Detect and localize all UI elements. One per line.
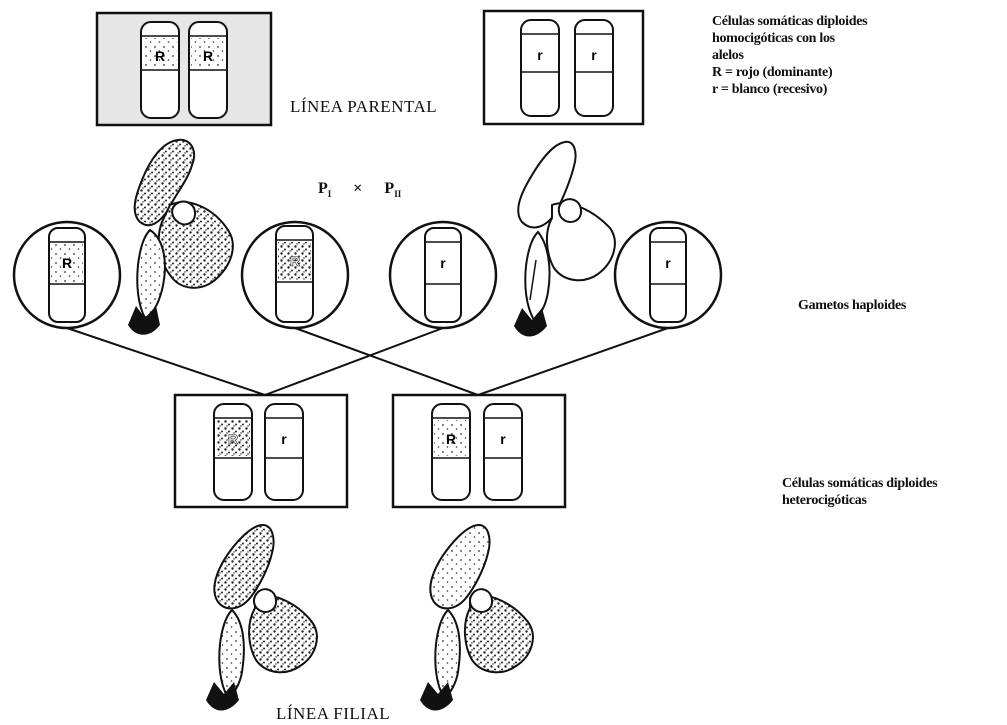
- parent-1-symbol: P: [318, 180, 328, 197]
- chromosome-vial: [140, 21, 180, 119]
- allele-label: R: [62, 255, 72, 271]
- allele-label: R: [155, 48, 165, 64]
- somatic-homozygous-note: Células somáticas diploides homocigótica…: [712, 13, 868, 98]
- allele-label: r: [281, 431, 287, 447]
- filial-line-label: LÍNEA FILIAL: [276, 704, 391, 723]
- note-line: heterocigóticas: [782, 493, 867, 508]
- filial-left-cell-box: R r: [173, 393, 349, 509]
- allele-label: R: [290, 253, 300, 269]
- note-line: Células somáticas diploides: [782, 476, 938, 491]
- parent-2-symbol: P: [384, 180, 395, 197]
- chromosome-vial: [264, 403, 304, 501]
- chromosome-vial: [188, 21, 228, 119]
- allele-label: r: [591, 47, 597, 63]
- filial-right-cell-box: R r: [391, 393, 567, 509]
- allele-label: r: [665, 255, 671, 271]
- gamete-circle: r: [613, 220, 723, 330]
- chromosome-vial: [483, 403, 523, 501]
- note-line: alelos: [712, 48, 744, 63]
- allele-label: r: [500, 431, 506, 447]
- gamete-circle: R: [12, 220, 122, 330]
- chromosome-vial: [431, 403, 471, 501]
- red-flower-filial-left: [206, 524, 318, 711]
- red-flower-filial-right: [420, 524, 534, 711]
- note-line: r = blanco (recesivo): [712, 82, 828, 97]
- white-flower-parent-right: [514, 140, 616, 337]
- allele-label: R: [203, 48, 213, 64]
- parent-right-cell-box: r r: [482, 9, 645, 126]
- chromosome-vial: [574, 19, 614, 117]
- gametes-note: Gametos haploides: [798, 298, 907, 313]
- cross-lines: [66, 327, 669, 396]
- allele-label: R: [228, 431, 238, 447]
- gamete-circle: r: [388, 220, 498, 330]
- parent-2-subscript: II: [394, 189, 402, 200]
- gamete-circle: R: [240, 220, 350, 330]
- parental-line-label: LÍNEA PARENTAL: [290, 97, 438, 116]
- somatic-heterozygous-note: Células somáticas diploides heterocigóti…: [782, 475, 938, 509]
- cross-notation: PI × PII: [318, 180, 401, 199]
- parent-1-subscript: I: [327, 189, 332, 200]
- parent-left-cell-box: R R: [95, 11, 273, 127]
- note-line: Células somáticas diploides: [712, 14, 868, 29]
- red-flower-parent-left: [128, 138, 234, 335]
- allele-label: R: [446, 431, 456, 447]
- allele-label: r: [537, 47, 543, 63]
- note-line: R = rojo (dominante): [712, 65, 833, 80]
- note-line: homocigóticas con los: [712, 31, 835, 46]
- cross-symbol: ×: [353, 180, 363, 197]
- chromosome-vial: [520, 19, 560, 117]
- allele-label: r: [440, 255, 446, 271]
- chromosome-vial: [213, 403, 253, 501]
